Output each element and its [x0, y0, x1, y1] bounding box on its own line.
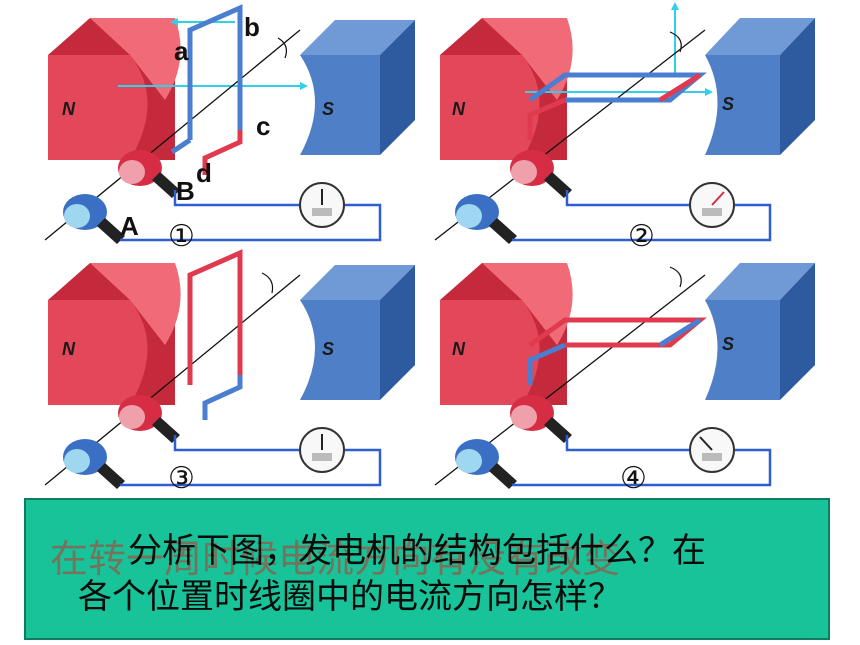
north-magnet-top — [90, 18, 181, 100]
panel-number-1: ① — [168, 219, 195, 254]
overlay-question-text: 在转一周时候电流方向有没有改变 — [50, 537, 621, 581]
label-b: b — [244, 12, 260, 42]
question-line-2: 各个位置时线圈中的电流方向怎样？ — [78, 577, 622, 617]
south-magnet-front — [705, 55, 780, 155]
north-pole-label: N — [452, 99, 466, 119]
panel-number-4: ④ — [620, 461, 647, 496]
label-A: A — [120, 211, 139, 241]
label-B: B — [176, 176, 195, 206]
panel-2-generator: N S — [434, 2, 815, 244]
south-magnet-front — [300, 300, 380, 400]
brush-B — [152, 172, 180, 198]
north-pole-label: N — [62, 99, 76, 119]
coil-side-cd — [202, 130, 243, 175]
brush-B — [544, 172, 572, 198]
external-wire-1 — [173, 190, 300, 207]
north-magnet-front — [440, 55, 540, 160]
rotation-arrow — [277, 37, 288, 59]
south-magnet-top — [300, 20, 415, 55]
north-magnet-front — [440, 300, 540, 405]
north-pole-label: N — [452, 339, 466, 359]
south-pole-label: S — [722, 334, 734, 354]
label-a: a — [174, 36, 189, 66]
south-pole-label: S — [322, 99, 334, 119]
panel-1-generator: N S — [44, 4, 415, 244]
label-d: d — [196, 158, 212, 188]
north-pole-label: N — [62, 339, 76, 359]
panel-number-3: ③ — [168, 461, 195, 496]
panel-number-2: ② — [628, 219, 655, 254]
brush-A — [97, 218, 125, 244]
coil-side-red — [187, 249, 243, 385]
north-magnet-front — [48, 55, 148, 160]
south-magnet-side — [380, 20, 415, 155]
coil-side-ab — [187, 4, 243, 140]
south-magnet-front — [300, 55, 380, 155]
panel-3-generator: N S — [44, 249, 415, 489]
external-wire-2 — [120, 203, 382, 242]
coil-side-blue — [202, 375, 243, 420]
rotation-arrow — [261, 272, 274, 294]
question-line-1: 分析下图，发电机的结构包括什么？在 — [128, 531, 706, 571]
rotation-arrow — [669, 266, 682, 288]
galvanometer-needle — [699, 436, 713, 451]
panel-4-generator: N S — [434, 263, 815, 489]
brush-A — [489, 218, 517, 244]
south-magnet-front — [705, 300, 780, 400]
question-box — [24, 498, 830, 640]
rotation-arrow — [669, 31, 682, 53]
galvanometer-needle — [711, 191, 725, 206]
south-pole-label: S — [722, 94, 734, 114]
north-magnet-front — [48, 300, 148, 405]
south-pole-label: S — [322, 339, 334, 359]
label-c: c — [256, 111, 271, 141]
